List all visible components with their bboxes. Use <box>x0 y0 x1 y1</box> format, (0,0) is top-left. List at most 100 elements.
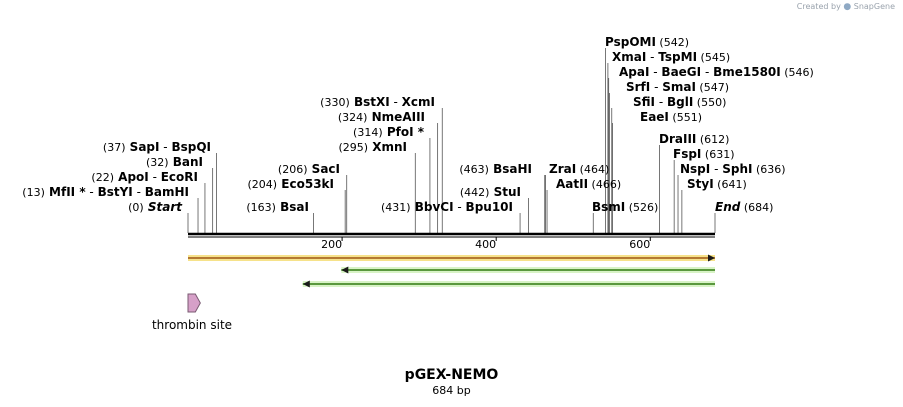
site-label: (0) Start <box>128 200 183 214</box>
site-position: (464) <box>576 163 609 176</box>
enzyme-name: BamHI <box>145 185 189 199</box>
site-label: (324) NmeAIII <box>338 110 425 124</box>
methylation-mark: * <box>75 185 86 199</box>
site-position: (37) <box>103 141 126 154</box>
site-label: (206) SacI <box>278 162 340 176</box>
separator: - <box>701 65 713 79</box>
separator: - <box>650 80 662 94</box>
site-position: (547) <box>696 81 729 94</box>
site-label: (22) ApoI - EcoRI <box>91 170 198 184</box>
enzyme-name: BglI <box>667 95 693 109</box>
separator: - <box>454 200 466 214</box>
enzyme-name: ApaI <box>619 65 649 79</box>
site-position: (295) <box>338 141 368 154</box>
enzyme-name: Eco53kI <box>277 177 334 191</box>
site-position: (32) <box>146 156 169 169</box>
site-position: (545) <box>697 51 730 64</box>
site-position: (612) <box>696 133 729 146</box>
enzyme-name: DraIII <box>659 132 696 146</box>
site-label: (442) StuI <box>460 185 521 199</box>
enzyme-name: BsaHI <box>489 162 532 176</box>
enzyme-name: Bpu10I <box>466 200 513 214</box>
site-position: (546) <box>781 66 814 79</box>
site-position: (551) <box>669 111 702 124</box>
enzyme-name: SfiI <box>633 95 655 109</box>
site-label: (13) MfII * - BstYI - BamHI <box>22 185 189 199</box>
credit-prefix: Created by <box>796 2 841 11</box>
separator: - <box>655 95 667 109</box>
enzyme-name: NmeAIII <box>367 110 425 124</box>
enzyme-name: AatII <box>556 177 588 191</box>
enzyme-name: StyI <box>687 177 714 191</box>
sequence-end-label: Start <box>144 200 184 214</box>
ruler-tick-label: 400 <box>475 238 496 251</box>
site-label: ZraI (464) <box>549 162 609 176</box>
site-position: (550) <box>693 96 726 109</box>
site-position: (463) <box>459 163 489 176</box>
enzyme-name: StuI <box>489 185 521 199</box>
site-label: FspI (631) <box>673 147 734 161</box>
enzyme-name: PspOMI <box>605 35 656 49</box>
site-position: (206) <box>278 163 308 176</box>
site-label: DraIII (612) <box>659 132 729 146</box>
feature-arrowhead <box>341 266 349 274</box>
site-position: (0) <box>128 201 144 214</box>
thrombin-site-label: thrombin site <box>152 318 232 332</box>
enzyme-name: BbvCI <box>411 200 454 214</box>
site-label: StyI (641) <box>687 177 747 191</box>
enzyme-name: PfoI <box>383 125 414 139</box>
enzyme-name: SacI <box>308 162 341 176</box>
enzyme-name: BanI <box>169 155 203 169</box>
enzyme-name: ZraI <box>549 162 576 176</box>
enzyme-name: BsmI <box>592 200 625 214</box>
site-position: (431) <box>381 201 411 214</box>
site-label: BsmI (526) <box>592 200 658 214</box>
site-position: (13) <box>22 186 45 199</box>
site-label: SfiI - BglI (550) <box>633 95 726 109</box>
site-position: (22) <box>91 171 114 184</box>
site-position: (641) <box>714 178 747 191</box>
enzyme-name: XmnI <box>368 140 407 154</box>
separator: - <box>159 140 171 154</box>
enzyme-name: BsaI <box>276 200 309 214</box>
enzyme-name: SapI <box>126 140 160 154</box>
enzyme-name: SmaI <box>662 80 696 94</box>
credit-brand: SnapGene <box>853 2 895 11</box>
site-label: (431) BbvCI - Bpu10I <box>381 200 513 214</box>
separator: - <box>710 162 722 176</box>
plasmid-name: pGEX-NEMO <box>404 367 499 383</box>
feature-arrowhead <box>708 254 715 262</box>
enzyme-name: NspI <box>680 162 710 176</box>
site-label: End (684) <box>715 200 773 214</box>
separator: - <box>149 170 161 184</box>
site-label: ApaI - BaeGI - Bme1580I (546) <box>619 65 814 79</box>
enzyme-name: SrfI <box>626 80 650 94</box>
enzyme-name: XcmI <box>402 95 435 109</box>
site-label: AatII (466) <box>556 177 621 191</box>
methylation-mark: * <box>414 125 425 139</box>
site-position: (684) <box>740 201 773 214</box>
site-label: (32) BanI <box>146 155 203 169</box>
enzyme-name: EcoRI <box>161 170 198 184</box>
site-label: NspI - SphI (636) <box>680 162 786 176</box>
separator: - <box>133 185 145 199</box>
enzyme-name: SphI <box>722 162 752 176</box>
separator: - <box>646 50 658 64</box>
enzyme-name: TspMI <box>658 50 697 64</box>
site-position: (466) <box>588 178 621 191</box>
ruler-tick-label: 200 <box>321 238 342 251</box>
enzyme-name: BstXI <box>350 95 390 109</box>
enzyme-name: BaeGI <box>661 65 701 79</box>
enzyme-name: XmaI <box>612 50 646 64</box>
snapgene-logo-icon: ● <box>843 2 852 12</box>
snapgene-credit: Created by ● SnapGene <box>797 2 895 12</box>
site-label: (163) BsaI <box>246 200 309 214</box>
enzyme-name: EaeI <box>640 110 669 124</box>
site-label: (463) BsaHI <box>459 162 532 176</box>
site-label: SrfI - SmaI (547) <box>626 80 729 94</box>
enzyme-name: ApoI <box>114 170 149 184</box>
site-label: PspOMI (542) <box>605 35 689 49</box>
enzyme-name: Bme1580I <box>713 65 781 79</box>
separator: - <box>86 185 98 199</box>
separator: - <box>649 65 661 79</box>
